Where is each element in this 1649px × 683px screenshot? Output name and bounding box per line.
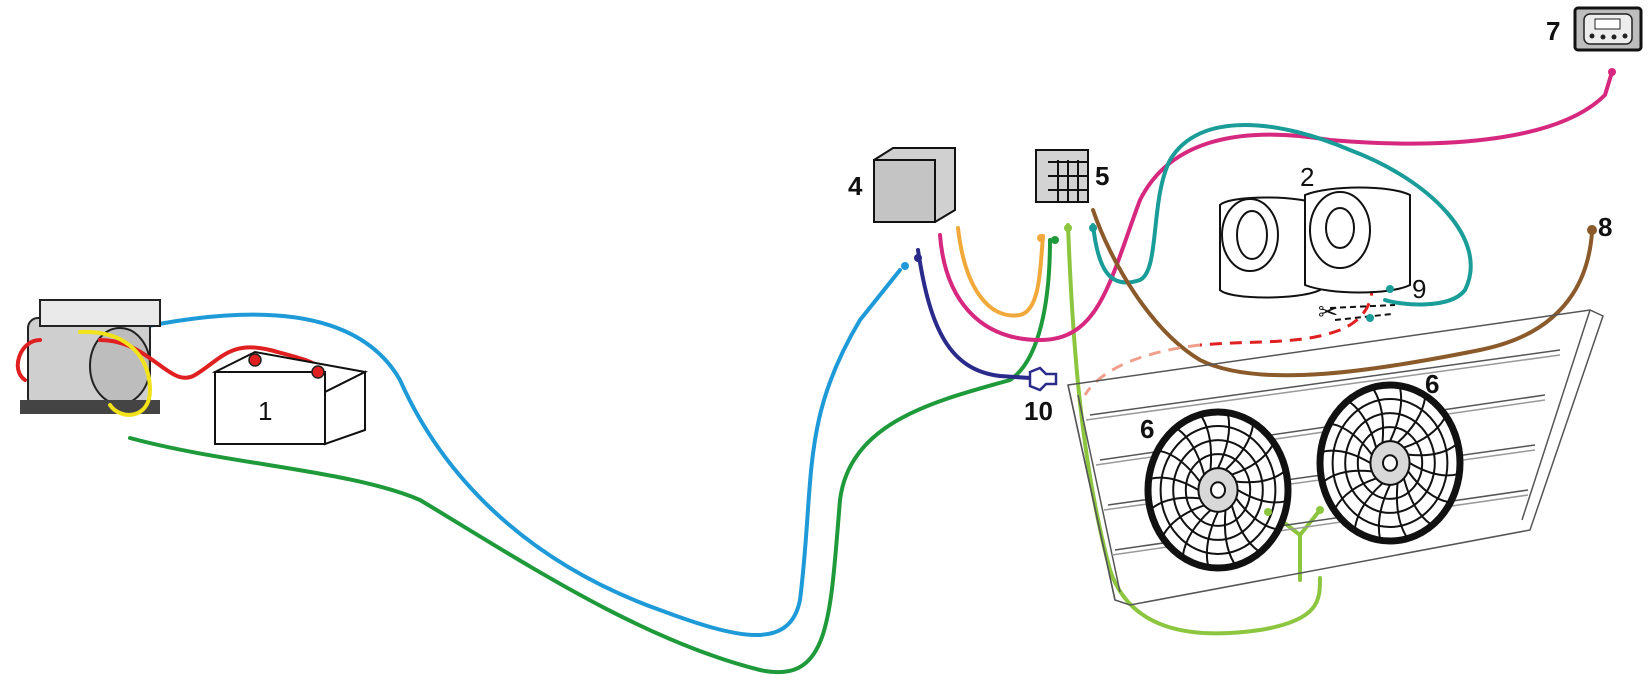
brown-wire-end: 8	[1587, 212, 1612, 242]
blue-wire	[118, 268, 902, 637]
fuse-block: 5	[1035, 149, 1109, 203]
relay-box-number: 4	[848, 171, 863, 201]
dark-green-wire	[128, 238, 1052, 675]
blower: 2	[1219, 162, 1411, 299]
condenser-frame	[1067, 309, 1604, 606]
pressure-switch: 10	[1024, 366, 1058, 426]
cut-point-number: 9	[1412, 274, 1426, 304]
wire-end-number: 8	[1598, 212, 1612, 242]
condenser-fan-right	[1316, 381, 1464, 545]
salmon-dashed-line	[1083, 343, 1201, 396]
compressor-yellow-lead	[78, 329, 152, 417]
relay-box: 4	[848, 147, 956, 223]
thermostat-panel: 7	[1546, 6, 1643, 76]
orange-wire	[956, 226, 1045, 318]
thermostat-number: 7	[1546, 16, 1560, 46]
teal-wire	[1091, 123, 1473, 307]
fuse-block-number: 5	[1095, 161, 1109, 191]
scissors-icon: ✂	[1318, 298, 1338, 326]
navy-wire	[916, 248, 1032, 380]
magenta-wire	[938, 70, 1614, 342]
fan-right-number: 6	[1425, 369, 1439, 399]
brown-wire	[1091, 208, 1594, 378]
battery-number: 1	[258, 396, 272, 426]
compressor-red-lead	[15, 338, 327, 382]
compressor	[15, 299, 327, 417]
condenser-fan-left	[1144, 408, 1292, 572]
connector-dots	[901, 224, 1324, 516]
fan-left-number: 6	[1140, 414, 1154, 444]
cut-point: ✂ 9	[1318, 274, 1426, 326]
pressure-switch-number: 10	[1024, 396, 1053, 426]
battery: 1	[211, 350, 369, 446]
light-green-wire	[1066, 223, 1322, 636]
blower-number: 2	[1300, 162, 1314, 192]
